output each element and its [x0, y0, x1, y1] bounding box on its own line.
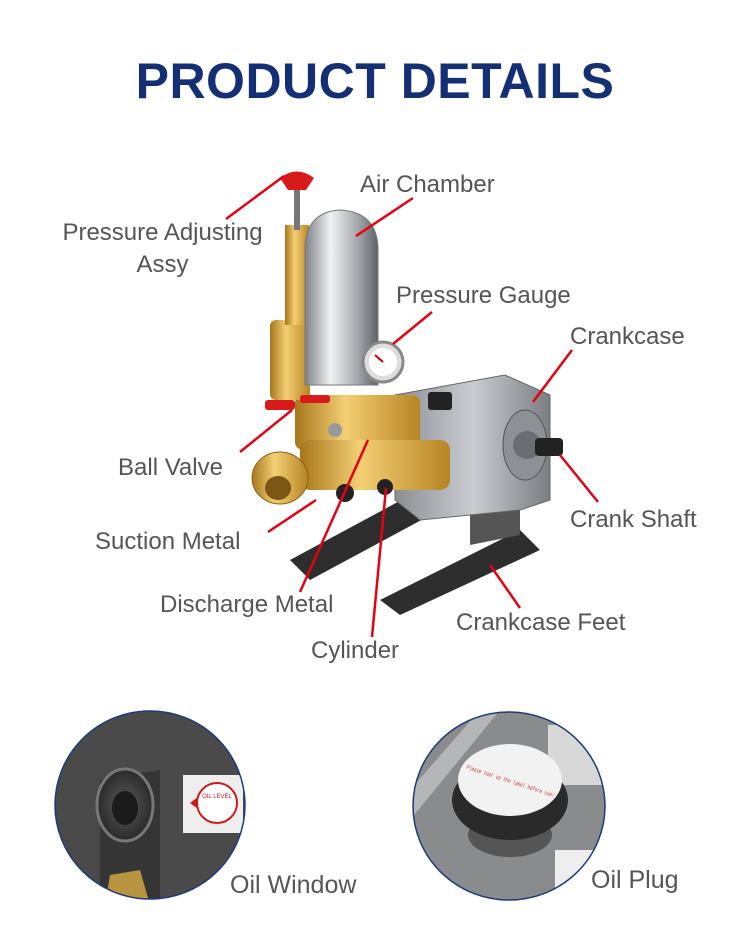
label-pressure-adjusting-line1: Pressure Adjusting	[62, 219, 263, 246]
label-ball-valve: Ball Valve	[118, 454, 223, 481]
label-pressure-adjusting-line2: Assy	[136, 251, 189, 278]
oil-window-photo: OIL LEVEL	[54, 710, 246, 900]
label-pressure-adjusting: Pressure Adjusting Assy	[45, 218, 280, 280]
label-air-chamber: Air Chamber	[360, 171, 495, 198]
crank-shaft	[535, 438, 563, 456]
oil-plug-photo: Please tear up the label before use!	[412, 711, 606, 901]
label-discharge-metal: Discharge Metal	[160, 591, 334, 618]
oil-level-sticker: OIL LEVEL	[202, 794, 232, 800]
leader-lines	[225, 174, 599, 638]
ball-valve	[265, 395, 330, 410]
pressure-gauge	[361, 340, 405, 384]
label-crankcase-feet: Crankcase Feet	[456, 609, 626, 636]
label-pressure-gauge: Pressure Gauge	[396, 282, 571, 309]
air-chamber	[304, 209, 379, 386]
label-cylinder: Cylinder	[311, 637, 400, 664]
label-oil-plug: Oil Plug	[591, 866, 679, 894]
label-suction-metal: Suction Metal	[95, 528, 241, 555]
label-oil-window: Oil Window	[230, 871, 357, 899]
label-crankcase: Crankcase	[570, 323, 685, 350]
label-crank-shaft: Crank Shaft	[570, 506, 697, 533]
page-title: PRODUCT DETAILS	[135, 53, 615, 109]
brass-body	[251, 320, 450, 505]
